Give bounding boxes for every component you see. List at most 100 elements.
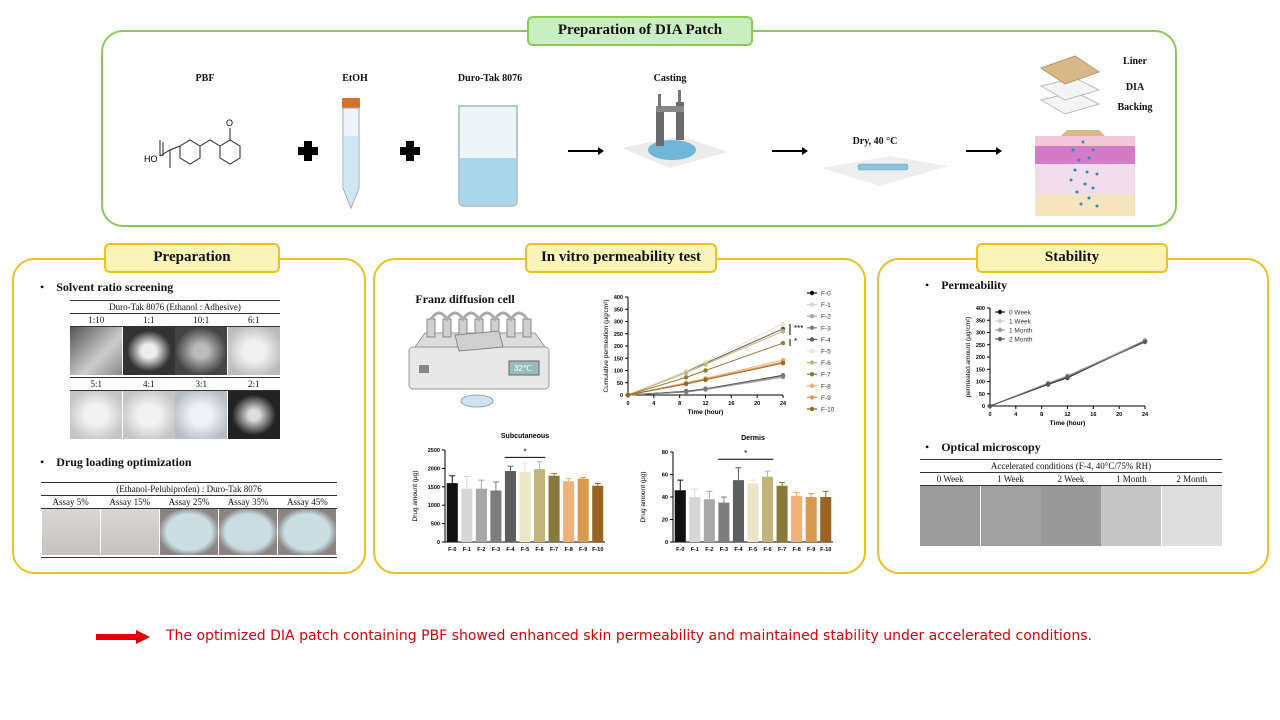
legend-marker-F-0	[809, 290, 815, 296]
timepoint-label: 1 Month	[1101, 472, 1162, 486]
y-tick-label: 80	[662, 450, 668, 456]
x-tick-label: F-5	[749, 547, 757, 553]
series-line-2 Month	[989, 341, 1146, 407]
optical-table-title: Accelerated conditions (F-4, 40°C/75% RH…	[920, 459, 1222, 473]
x-tick-label: 16	[1090, 412, 1096, 418]
franz-diffusion-cell-icon: 32℃	[408, 311, 550, 408]
ratio-label: 1:1	[122, 313, 175, 327]
arrow-right-icon	[772, 150, 804, 152]
optical-microscopy-table: Accelerated conditions (F-4, 40°C/75% RH…	[920, 459, 1222, 548]
y-tick-label: 350	[976, 318, 985, 324]
y-tick-label: 500	[431, 522, 440, 528]
x-tick-label: F-0	[448, 547, 456, 553]
drug-table-title: (Ethanol-Pelubiprofen) : Duro-Tak 8076	[41, 482, 337, 496]
conclusion-text: The optimized DIA patch containing PBF s…	[166, 628, 1092, 644]
y-tick-label: 2500	[428, 448, 440, 454]
layer-dia-label: DIA	[1125, 82, 1145, 93]
x-tick-label: 20	[1116, 412, 1122, 418]
timepoint-label: 2 Week	[1040, 472, 1102, 486]
series-line-F-7	[627, 342, 784, 396]
x-tick-label: 12	[702, 401, 708, 407]
bar-F-2	[703, 499, 715, 542]
temperature-display: 32℃	[514, 364, 532, 373]
x-tick-label: F-2	[477, 547, 485, 553]
assay-label: Assay 45%	[277, 495, 337, 509]
significance-label: *	[523, 447, 526, 456]
x-tick-label: 4	[652, 401, 656, 407]
series-line-F-6	[627, 330, 784, 396]
skin-cross-section-icon	[1035, 130, 1135, 216]
layer-backing-label: Backing	[1117, 102, 1153, 113]
significance-label: *	[744, 449, 747, 458]
legend-marker-F-2	[809, 314, 815, 319]
assay-photo	[100, 509, 159, 555]
y-tick-label: 150	[614, 356, 623, 362]
conclusion-arrow-icon	[96, 634, 138, 640]
ratio-label: 4:1	[122, 377, 175, 391]
microscopy-image	[1161, 486, 1222, 546]
ratio-label: 5:1	[70, 377, 123, 391]
layer-liner-label: Liner	[1123, 56, 1147, 67]
bar-F-1	[689, 497, 701, 542]
assay-label: Assay 25%	[159, 495, 219, 509]
sample-photo	[122, 391, 175, 439]
legend-label: F-3	[821, 325, 831, 332]
x-tick-label: F-1	[463, 547, 471, 553]
x-tick-label: F-7	[778, 547, 786, 553]
series-line-F-10	[627, 362, 784, 396]
data-point-F-10	[625, 392, 631, 398]
pbf-label: PBF	[195, 73, 215, 84]
y-tick-label: 400	[614, 295, 623, 301]
significance-label: ***	[794, 324, 803, 333]
bar-F-7	[548, 475, 560, 542]
y-tick-label: 60	[662, 473, 668, 479]
legend-label: 2 Month	[1009, 337, 1033, 344]
plus-icon	[400, 141, 420, 161]
sample-photo	[227, 391, 280, 439]
y-tick-label: 400	[976, 306, 985, 312]
x-tick-label: F-8	[565, 547, 573, 553]
casting-applicator-icon	[622, 90, 728, 168]
legend-label: 1 Week	[1009, 319, 1032, 326]
sample-photo	[70, 327, 123, 375]
legend-label: F-9	[821, 395, 831, 402]
x-tick-label: F-9	[807, 547, 815, 553]
y-tick-label: 100	[614, 369, 623, 375]
x-tick-label: F-2	[705, 547, 713, 553]
bar-F-4	[504, 470, 516, 542]
pbf-molecule-structure: HO O	[144, 118, 241, 168]
y-tick-label: 20	[662, 518, 668, 524]
legend-marker-F-3	[809, 325, 815, 330]
assay-photo	[41, 509, 100, 555]
bar-F-0	[674, 490, 686, 542]
series-line-F-5	[627, 323, 784, 396]
sample-photo	[122, 327, 175, 375]
microscopy-image	[980, 486, 1041, 546]
bar-F-8	[791, 495, 803, 542]
x-tick-label: 24	[780, 401, 787, 407]
stability-title: Stability	[976, 243, 1168, 273]
arrow-right-icon	[966, 150, 998, 152]
legend-marker-F-6	[809, 360, 815, 365]
sample-photo	[175, 327, 228, 375]
bar-F-8	[563, 481, 575, 542]
bar-F-5	[519, 472, 531, 542]
y-tick-label: 250	[614, 332, 623, 338]
data-point-F-10	[683, 381, 689, 387]
legend-marker-2 Month	[997, 336, 1003, 342]
x-tick-label: F-4	[506, 547, 515, 553]
optical-microscopy-heading: Optical microscopy	[925, 440, 1040, 455]
y-tick-label: 50	[979, 392, 985, 398]
y-tick-label: 0	[982, 404, 985, 410]
sample-photo	[175, 391, 228, 439]
x-tick-label: F-5	[521, 547, 529, 553]
data-point-2 Month	[1065, 374, 1070, 380]
x-tick-label: 12	[1064, 412, 1070, 418]
ratio-label: 10:1	[175, 313, 228, 327]
x-axis-label: Time (hour)	[1050, 420, 1086, 427]
x-tick-label: F-8	[793, 547, 801, 553]
data-point-F-5	[780, 321, 786, 327]
bar-F-2	[475, 488, 487, 542]
x-tick-label: 4	[1014, 412, 1018, 418]
